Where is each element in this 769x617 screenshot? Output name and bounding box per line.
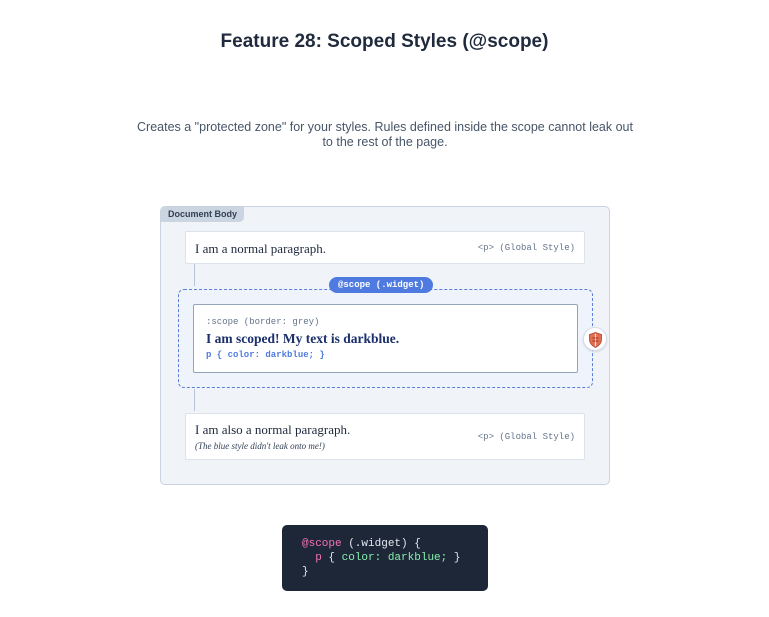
protection-badge [583, 327, 607, 351]
code-snippet: @scope (.widget) { p { color: darkblue; … [282, 525, 488, 591]
code-close-brace: } [447, 552, 461, 564]
scoped-css-rule: p { color: darkblue; } [206, 350, 325, 360]
normal-paragraph-text-2: I am also a normal paragraph. [195, 422, 351, 437]
scoped-widget-box: :scope (border: grey) I am scoped! My te… [193, 304, 578, 373]
connector-line-bottom [194, 389, 195, 411]
code-at-rule: @scope [302, 538, 342, 550]
normal-paragraph-text: I am a normal paragraph. [195, 241, 327, 256]
code-indent [302, 552, 315, 564]
scope-root-label: :scope (border: grey) [206, 317, 320, 327]
document-body-diagram: Document Body I am a normal paragraph. <… [160, 206, 610, 485]
no-leak-note: (The blue style didn't leak onto me!) [195, 441, 325, 451]
global-style-tag-2: <p> (Global Style) [477, 432, 575, 442]
code-final-brace: } [302, 566, 309, 578]
normal-paragraph-box: I am a normal paragraph. <p> (Global Sty… [185, 231, 585, 264]
page-title: Feature 28: Scoped Styles (@scope) [220, 31, 549, 52]
code-p-selector: p [315, 552, 322, 564]
shield-icon [589, 332, 602, 348]
code-declaration: color: darkblue; [341, 552, 448, 564]
page-description: Creates a "protected zone" for your styl… [137, 120, 633, 149]
connector-line-top [194, 264, 195, 286]
document-body-label: Document Body [161, 207, 245, 222]
code-scope-selector: (.widget) { [341, 538, 421, 550]
global-style-tag: <p> (Global Style) [477, 243, 575, 253]
code-open-brace: { [321, 552, 342, 564]
scope-pill-label: @scope (.widget) [329, 277, 434, 293]
scoped-paragraph-text: I am scoped! My text is darkblue. [206, 331, 400, 346]
normal-paragraph-box-2: I am also a normal paragraph. (The blue … [185, 413, 585, 460]
